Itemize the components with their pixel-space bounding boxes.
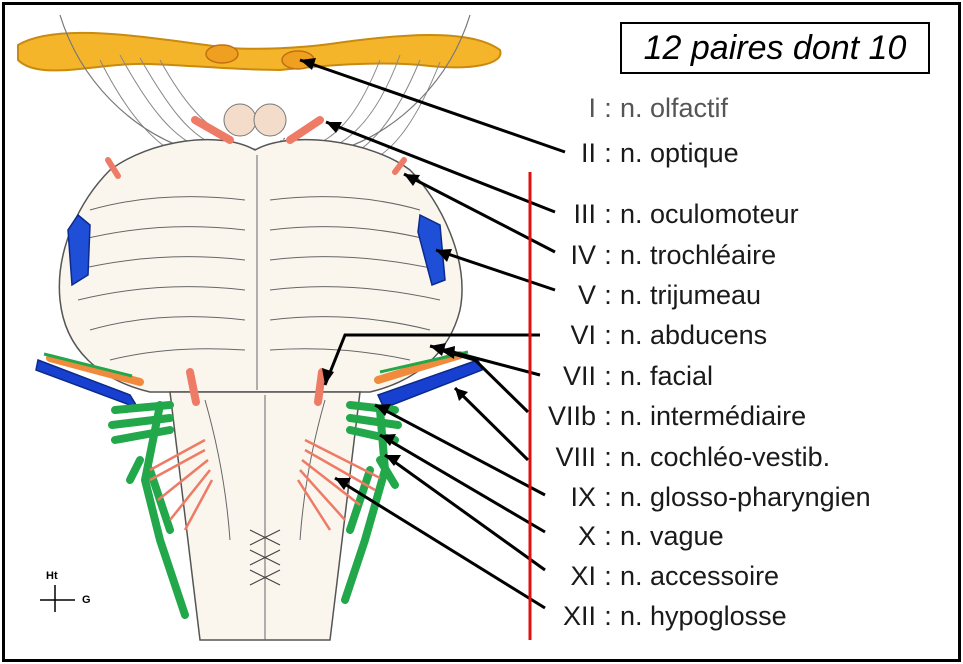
nerve-name: n. abducens xyxy=(620,320,768,350)
diagram-title: 12 paires dont 10 xyxy=(643,28,907,67)
nerve-name: n. glosso-pharyngien xyxy=(620,482,871,512)
mammillary-body-right xyxy=(253,103,287,137)
olive-left xyxy=(204,399,231,541)
nerve-label-V: V:n. trijumeau xyxy=(470,279,940,311)
cochleo-right xyxy=(376,359,483,409)
nerve-name: n. trijumeau xyxy=(620,280,762,310)
pyramidal-decussation xyxy=(249,529,281,586)
nerve-number: XII xyxy=(562,601,596,631)
mammillary-body-left xyxy=(223,103,257,137)
nerve-label-II: II:n. optique xyxy=(470,137,940,169)
pointer-arrowheads xyxy=(300,58,468,490)
oculomotor-right xyxy=(286,116,324,144)
facial-right xyxy=(374,351,464,384)
optic-nerve-left xyxy=(205,44,239,64)
title-box: 12 paires dont 10 xyxy=(620,22,930,74)
trochlear-right xyxy=(392,157,407,175)
oculomotor-left xyxy=(191,116,234,144)
nerve-label-IV: IV:n. trochléaire xyxy=(470,239,940,271)
nerve-number: XI xyxy=(570,561,596,591)
nerve-label-IX: IX:n. glosso-pharyngien xyxy=(470,481,940,513)
nerve-name: n. trochléaire xyxy=(620,240,777,270)
nerve-name: n. accessoire xyxy=(620,561,780,591)
nerve-number: III xyxy=(573,199,596,229)
hypoglossal-left xyxy=(149,438,214,531)
vagal-group-left xyxy=(108,401,189,619)
abducens-right xyxy=(314,368,326,406)
orientation-up-label: Ht xyxy=(46,570,58,582)
nerve-name: n. vague xyxy=(620,521,724,551)
nerve-number: VI xyxy=(570,320,596,350)
nerve-name: n. oculomoteur xyxy=(620,199,799,229)
nerve-label-VI: VI:n. abducens xyxy=(470,319,940,351)
nerve-label-VIIb: VIIb:n. intermédiaire xyxy=(470,400,940,432)
nerve-label-VII: VII:n. facial xyxy=(470,360,940,392)
nerve-name: n. olfactif xyxy=(620,93,729,123)
nerve-number: VII xyxy=(562,361,596,391)
optic-chiasm xyxy=(17,31,502,72)
nerve-label-VIII: VIII:n. cochléo-vestib. xyxy=(470,441,940,473)
nerve-number: X xyxy=(577,521,596,551)
orientation-cross xyxy=(40,585,75,612)
hypoglossal-right xyxy=(296,438,381,531)
olive-right xyxy=(299,399,326,541)
nerve-label-III: III:n. oculomoteur xyxy=(470,198,940,230)
nerve-name: n. intermédiaire xyxy=(620,401,807,431)
abducens-left xyxy=(186,368,200,406)
facial-left xyxy=(46,354,144,386)
orientation-side-label: G xyxy=(82,594,91,606)
nerve-name: n. cochléo-vestib. xyxy=(620,442,831,472)
nerve-name: n. optique xyxy=(620,138,739,168)
nerve-name: n. hypoglosse xyxy=(620,601,787,631)
intermediate-left xyxy=(43,352,133,378)
pons xyxy=(58,138,463,393)
nerve-number: VIIb xyxy=(547,401,596,431)
nerve-label-X: X:n. vague xyxy=(470,520,940,552)
nerve-label-XII: XII:n. hypoglosse xyxy=(470,600,940,632)
nerve-number: V xyxy=(577,280,596,310)
nerve-number: VIII xyxy=(555,442,596,472)
nerve-number: I xyxy=(588,93,596,123)
nerve-label-XI: XI:n. accessoire xyxy=(470,560,940,592)
nerve-number: II xyxy=(580,138,596,168)
nerve-label-I: I:n. olfactif xyxy=(470,92,940,124)
trigeminal-left xyxy=(67,213,91,287)
nerve-name: n. facial xyxy=(620,361,714,391)
trochlear-left xyxy=(105,157,121,179)
vagal-group-right xyxy=(341,401,402,604)
nerve-number: IX xyxy=(570,482,596,512)
nerve-number: IV xyxy=(570,240,596,270)
trigeminal-right xyxy=(417,213,446,287)
